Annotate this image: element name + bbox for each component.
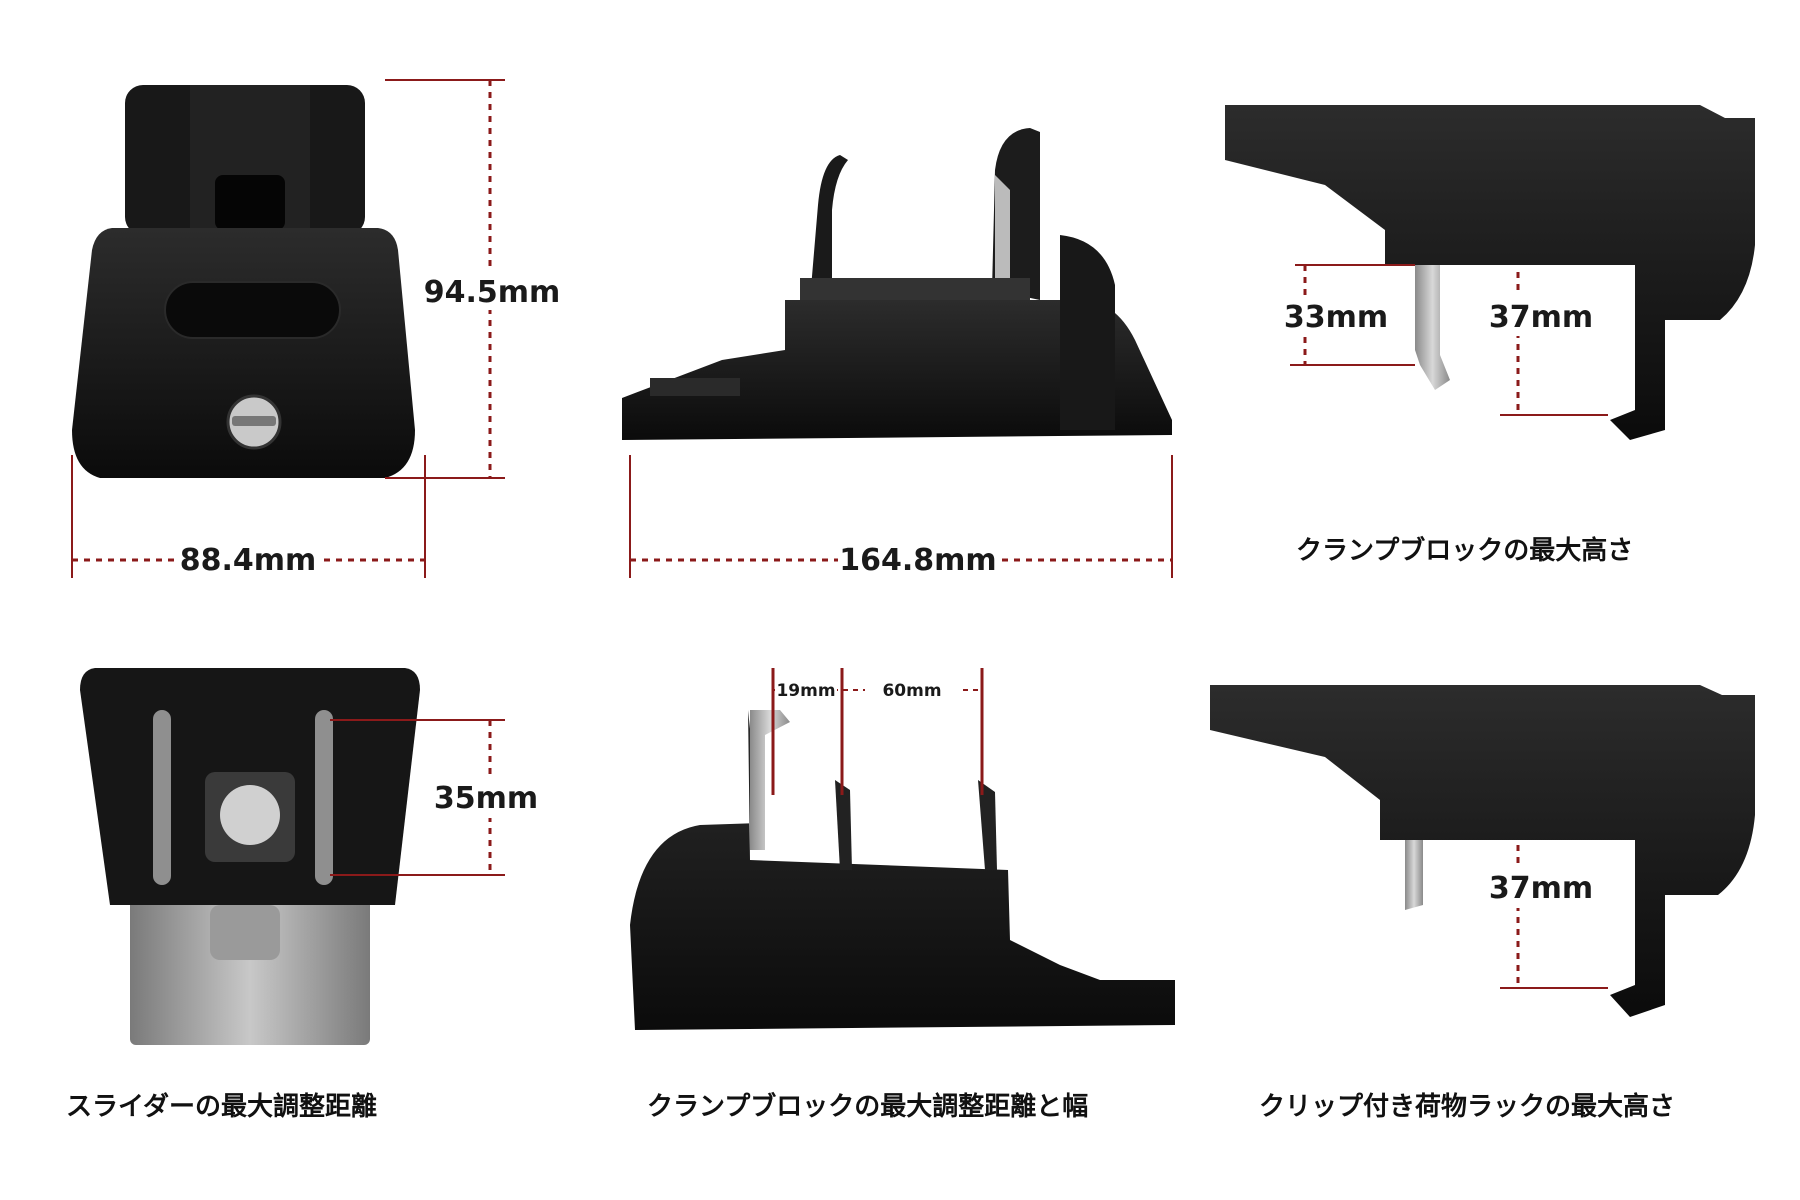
rack-height-product-image [1210,685,1755,1017]
rack-height-caption: クリップ付き荷物ラックの最大高さ [1259,1092,1676,1122]
distance-dimension: 35mm [330,719,540,876]
distance-label: 35mm [434,781,538,816]
dim-a-label: 33mm [1284,300,1388,335]
dim-b-label: 60mm [882,681,941,701]
rack-dimension: 37mm [1486,845,1608,989]
clamp-height-caption: クランプブロックの最大高さ [1296,536,1634,566]
adjust-dimensions: 19mm 60mm [771,668,984,795]
length-label: 164.8mm [839,543,996,578]
height-label: 94.5mm [424,275,561,310]
clamp-side-product-image [622,128,1172,440]
length-dimension: 164.8mm [629,455,1173,580]
clamp-adjust-panel: 19mm 60mm [630,668,1175,1030]
rack-height-panel: 37mm [1210,685,1755,1017]
slider-caption: スライダーの最大調整距離 [66,1092,377,1122]
width-dimension: 88.4mm [71,455,426,580]
dim-a-label: 19mm [776,681,835,701]
clamp-front-product-image [72,85,415,478]
slider-product-image [80,668,420,1045]
clamp-side-panel: 164.8mm [622,128,1173,580]
width-label: 88.4mm [180,543,317,578]
clamp-height-product-image [1225,105,1755,440]
height-dimension: 94.5mm [385,79,561,479]
dim-b-label: 37mm [1489,300,1593,335]
clamp-front-panel: 94.5mm 88.4mm [71,79,561,580]
dim-b: 37mm [1486,272,1608,416]
rack-dimension-label: 37mm [1489,871,1593,906]
dim-a: 33mm [1282,264,1415,366]
clamp-adjust-caption: クランプブロックの最大調整距離と幅 [647,1092,1089,1122]
clamp-adjust-product-image [630,710,1175,1030]
clamp-height-panel: 33mm 37mm [1225,105,1755,440]
slider-panel: 35mm [80,668,540,1045]
